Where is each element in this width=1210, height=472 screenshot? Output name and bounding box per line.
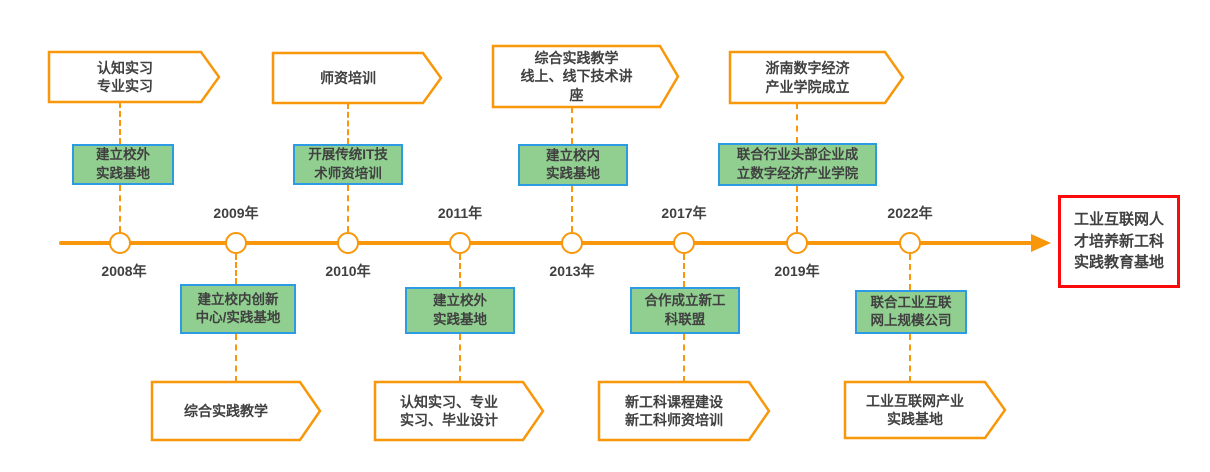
connector-dashed <box>235 254 237 284</box>
phase-callout: 浙南数字经济 产业学院成立 <box>728 50 905 105</box>
connector-dashed <box>796 186 798 232</box>
milestone-label: 建立校外 实践基地 <box>433 293 487 327</box>
timeline-axis <box>59 241 1032 245</box>
connector-dashed <box>571 186 573 232</box>
phase-callout: 师资培训 <box>271 51 443 105</box>
phase-callout-label: 浙南数字经济 产业学院成立 <box>765 60 850 95</box>
phase-callout: 工业互联网产业 实践基地 <box>843 380 1007 440</box>
milestone-label: 合作成立新工 科联盟 <box>644 293 726 327</box>
year-label: 2022年 <box>887 205 933 221</box>
pentagon-arrow-shape <box>271 51 443 105</box>
milestone-box: 合作成立新工 科联盟 <box>630 287 740 334</box>
phase-callout: 认知实习 专业实习 <box>47 50 221 104</box>
milestone-box: 建立校外 实践基地 <box>72 144 174 185</box>
phase-callout-label: 综合实践教学 线上、线下技术讲 座 <box>520 50 633 103</box>
timeline-node-2009 <box>225 232 247 254</box>
phase-callout: 综合实践教学 <box>150 380 322 442</box>
milestone-box: 联合行业头部企业成 立数字经济产业学院 <box>718 143 877 186</box>
connector-dashed <box>119 102 121 144</box>
milestone-label: 建立校内创新 中心/实践基地 <box>195 291 281 325</box>
milestone-box: 建立校外 实践基地 <box>405 287 515 334</box>
phase-callout-label: 综合实践教学 <box>184 402 268 419</box>
connector-dashed <box>347 185 349 232</box>
connector-dashed <box>909 334 911 382</box>
pentagon-arrow-shape <box>373 380 545 442</box>
milestone-label: 建立校外 实践基地 <box>96 147 150 181</box>
year-label: 2017年 <box>661 205 707 221</box>
phase-callout: 综合实践教学 线上、线下技术讲 座 <box>491 44 680 109</box>
connector-dashed <box>683 334 685 382</box>
pentagon-arrow-shape <box>491 44 680 109</box>
connector-dashed <box>796 103 798 143</box>
timeline-node-2008 <box>109 232 131 254</box>
connector-dashed <box>459 334 461 382</box>
pentagon-arrow-shape <box>843 380 1007 440</box>
phase-callout-label: 师资培训 <box>320 69 376 86</box>
phase-callout-label: 工业互联网产业 实践基地 <box>866 392 964 427</box>
milestone-label: 联合行业头部企业成 立数字经济产业学院 <box>736 147 859 181</box>
phase-callout: 认知实习、专业 实习、毕业设计 <box>373 380 545 442</box>
year-label: 2010年 <box>325 263 371 279</box>
phase-callout-label: 认知实习 专业实习 <box>97 59 153 94</box>
timeline-node-2019 <box>786 232 808 254</box>
year-label: 2011年 <box>437 205 483 221</box>
milestone-label: 开展传统IT技 术师资培训 <box>308 147 388 181</box>
milestone-label: 建立校内 实践基地 <box>546 147 600 181</box>
arrowhead-icon <box>1031 234 1051 252</box>
phase-callout: 新工科课程建设 新工科师资培训 <box>597 380 771 442</box>
year-label: 2019年 <box>774 263 820 279</box>
connector-dashed <box>459 254 461 287</box>
timeline-node-2011 <box>449 232 471 254</box>
timeline-node-2010 <box>337 232 359 254</box>
milestone-box: 建立校内 实践基地 <box>518 144 628 186</box>
timeline-node-2022 <box>899 232 921 254</box>
timeline-node-2017 <box>673 232 695 254</box>
connector-dashed <box>683 254 685 287</box>
connector-dashed <box>909 254 911 290</box>
pentagon-arrow-shape <box>728 50 905 105</box>
connector-dashed <box>235 334 237 382</box>
pentagon-arrow-shape <box>597 380 771 442</box>
phase-callout-label: 新工科课程建设 新工科师资培训 <box>625 393 723 428</box>
pentagon-arrow-shape <box>150 380 322 442</box>
phase-callout-label: 认知实习、专业 实习、毕业设计 <box>400 393 498 428</box>
milestone-box: 建立校内创新 中心/实践基地 <box>180 284 296 334</box>
year-label: 2013年 <box>549 263 595 279</box>
milestone-label: 联合工业互联 网上规模公司 <box>870 294 952 328</box>
goal-box-label: 工业互联网人 才培养新工科 实践教育基地 <box>1073 210 1164 272</box>
year-label: 2009年 <box>213 205 259 221</box>
connector-dashed <box>571 107 573 144</box>
connector-dashed <box>119 185 121 232</box>
milestone-box: 开展传统IT技 术师资培训 <box>293 144 403 185</box>
milestone-box: 联合工业互联 网上规模公司 <box>855 290 967 334</box>
connector-dashed <box>347 103 349 144</box>
year-label: 2008年 <box>101 263 147 279</box>
pentagon-arrow-shape <box>47 50 221 104</box>
timeline-node-2013 <box>561 232 583 254</box>
goal-box: 工业互联网人 才培养新工科 实践教育基地 <box>1058 195 1180 288</box>
